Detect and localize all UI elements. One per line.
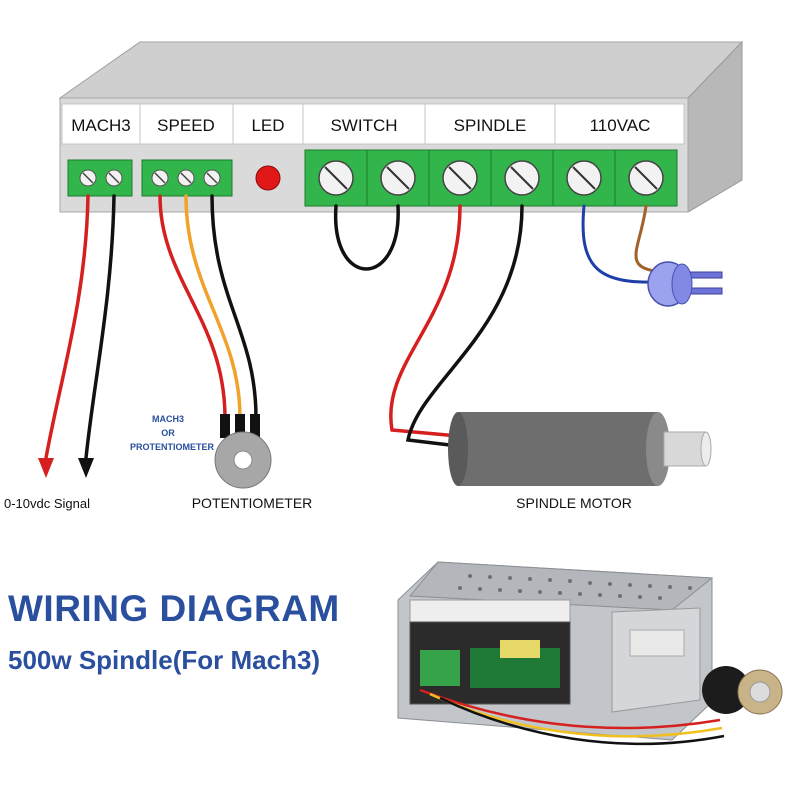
arrow-black	[78, 458, 94, 478]
arrow-red	[38, 458, 54, 478]
label-strip	[61, 103, 685, 145]
mach3-or-line-3: PROTENTIOMETER	[130, 442, 215, 452]
spindle-motor-label: SPINDLE MOTOR	[516, 495, 632, 511]
power-terminal-block	[304, 149, 678, 207]
mach3-black-wire	[84, 194, 116, 460]
speed-black-wire	[210, 194, 258, 420]
diagram-title: WIRING DIAGRAM	[8, 588, 340, 629]
spindle-black-wire	[405, 204, 524, 448]
wires	[38, 194, 664, 478]
ac-brown-wire	[634, 204, 664, 274]
section-label-spindle: SPINDLE	[454, 116, 527, 135]
mach3-or-line-2: OR	[161, 428, 175, 438]
speed-orange-wire	[184, 194, 242, 420]
speed-red-wire	[158, 194, 227, 420]
signal-label: 0-10vdc Signal	[4, 496, 90, 511]
ac-plug	[647, 261, 723, 307]
speed-terminal-block	[141, 159, 233, 197]
spindle-red-wire	[389, 204, 462, 438]
section-label-speed: SPEED	[157, 116, 215, 135]
mach3-or-line-1: MACH3	[152, 414, 184, 424]
mach3-red-wire	[44, 194, 90, 460]
section-label-110vac: 110VAC	[590, 116, 651, 135]
mach3-terminal-block	[67, 159, 133, 197]
section-label-mach3: MACH3	[71, 116, 131, 135]
section-label-switch: SWITCH	[330, 116, 397, 135]
ac-blue-wire	[581, 204, 662, 284]
potentiometer	[214, 414, 272, 489]
spindle-motor	[448, 412, 712, 486]
product-photo	[397, 561, 783, 746]
diagram-subtitle: 500w Spindle(For Mach3)	[8, 645, 321, 675]
potentiometer-label: POTENTIOMETER	[192, 495, 313, 511]
switch-jumper-wire	[334, 204, 400, 271]
section-label-led: LED	[251, 116, 284, 135]
led-indicator	[255, 165, 281, 191]
